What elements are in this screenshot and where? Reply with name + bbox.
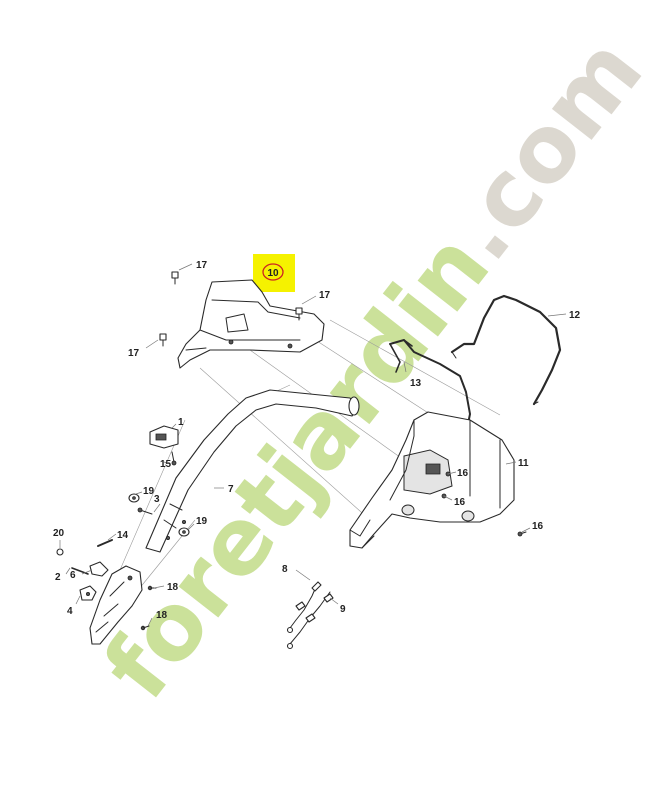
part-12-bail[interactable] (450, 294, 562, 406)
callout-17-top[interactable]: 17 (196, 260, 208, 271)
callout-4[interactable]: 4 (67, 606, 73, 617)
watermark: foretjardin.com (83, 18, 652, 719)
callout-19-lower[interactable]: 19 (196, 516, 208, 527)
callout-2[interactable]: 2 (55, 572, 61, 583)
callout-18-lower[interactable]: 18 (156, 610, 168, 621)
callout-15[interactable]: 15 (160, 459, 172, 470)
callout-16-upper[interactable]: 16 (457, 468, 469, 479)
highlight-box[interactable]: 10 (253, 254, 295, 292)
callout-3[interactable]: 3 (154, 494, 160, 505)
part-8-cable[interactable] (286, 581, 322, 634)
leader-lines (59, 263, 567, 627)
callout-11[interactable]: 11 (518, 458, 529, 469)
callout-labels: 17 17 17 12 13 1 15 7 11 16 16 16 19 3 1… (53, 260, 581, 621)
part-19-washers[interactable] (128, 493, 190, 537)
part-11-frame[interactable] (349, 411, 515, 549)
callout-1[interactable]: 1 (178, 417, 184, 428)
part-bracket-plate[interactable] (89, 565, 143, 645)
callout-8[interactable]: 8 (282, 564, 288, 575)
part-13-control-bail[interactable] (389, 339, 471, 425)
part-15-screw[interactable] (171, 451, 177, 466)
callout-12[interactable]: 12 (569, 310, 581, 321)
watermark-brand: foretjardin.com (83, 18, 652, 719)
part-14-bolt[interactable] (97, 539, 113, 547)
part-18-screws[interactable] (140, 585, 157, 631)
callout-17-left[interactable]: 17 (128, 348, 140, 359)
part-6-lever[interactable] (89, 561, 109, 577)
highlight-label: 10 (267, 268, 279, 279)
callout-9[interactable]: 9 (340, 604, 346, 615)
callout-7[interactable]: 7 (228, 484, 234, 495)
part-3-screw[interactable] (137, 507, 153, 515)
part-9-cable[interactable] (286, 591, 334, 650)
callout-6[interactable]: 6 (70, 570, 76, 581)
part-20-nut[interactable] (56, 548, 64, 556)
part-10-cover[interactable] (177, 279, 325, 369)
callout-13[interactable]: 13 (410, 378, 422, 389)
callout-17-right[interactable]: 17 (319, 290, 331, 301)
part-17-screws[interactable] (159, 271, 303, 347)
watermark-domain-text: .com (426, 18, 652, 280)
part-1-clamp[interactable] (149, 425, 179, 449)
callout-16-lower[interactable]: 16 (454, 497, 466, 508)
callout-20[interactable]: 20 (53, 528, 65, 539)
callout-19-upper[interactable]: 19 (143, 486, 155, 497)
callout-18-upper[interactable]: 18 (167, 582, 179, 593)
callout-14[interactable]: 14 (117, 530, 129, 541)
part-7-handle[interactable] (145, 389, 360, 553)
part-4-knob[interactable] (79, 585, 97, 601)
callout-16-right[interactable]: 16 (532, 521, 544, 532)
